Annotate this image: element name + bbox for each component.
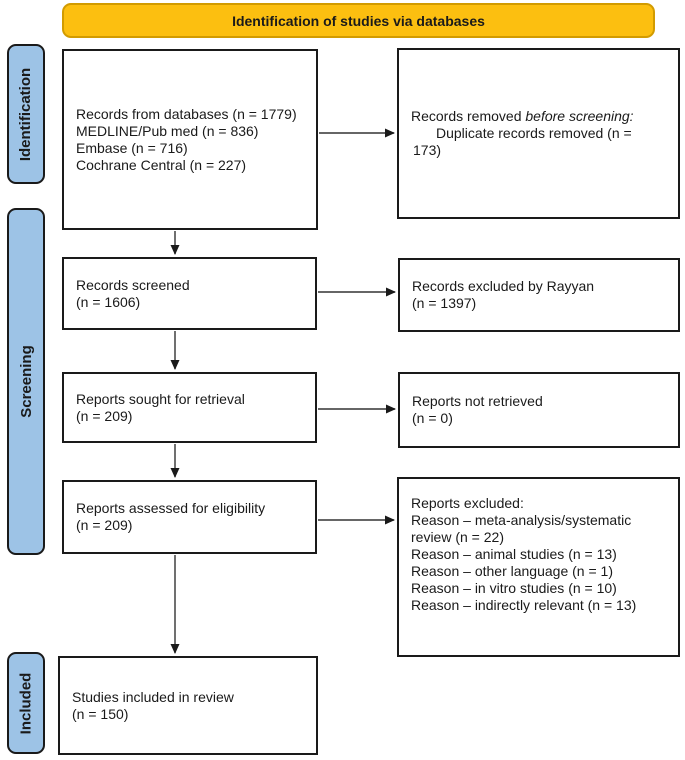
records-removed-intro-italic: before screening: [525,108,634,124]
reports-excluded-line-1: Reports excluded: [411,495,524,511]
reports-assessed-line-2: (n = 209) [76,517,133,533]
stage-label-identification: Identification [17,67,35,161]
reports-excluded-line-3: review (n = 22) [411,529,504,545]
reports-excluded-line-7: Reason – indirectly relevant (n = 13) [411,597,637,613]
box-studies-included: Studies included in review (n = 150) [58,656,318,755]
box-records-removed: Records removed before screening: Duplic… [397,48,680,219]
records-identified-line-3: Embase (n = 716) [76,139,188,156]
records-identified-line-4: Cochrane Central (n = 227) [76,156,247,173]
banner-title: Identification of studies via databases [62,3,655,38]
records-excluded-rayyan-line-1: Records excluded by Rayyan [412,278,595,294]
reports-not-retrieved-line-1: Reports not retrieved [412,393,543,409]
reports-sought-line-1: Reports sought for retrieval [76,390,245,407]
reports-excluded-line-6: Reason – in vitro studies (n = 10) [411,580,617,596]
reports-excluded-line-2: Reason – meta-analysis/systematic [411,512,632,528]
records-screened-line-2: (n = 1606) [76,293,141,310]
reports-not-retrieved-line-2: (n = 0) [412,410,453,426]
records-excluded-rayyan-line-2: (n = 1397) [412,295,477,311]
studies-included-line-2: (n = 150) [72,705,129,722]
reports-excluded-line-4: Reason – animal studies (n = 13) [411,546,617,562]
box-reports-assessed: Reports assessed for eligibility (n = 20… [62,480,317,554]
stage-tab-screening: Screening [7,208,45,555]
records-identified-line-2: MEDLINE/Pub med (n = 836) [76,122,259,139]
records-removed-detail-1: Duplicate records removed (n = [436,125,632,141]
records-removed-detail-2: 173) [413,142,442,158]
box-records-identified: Records from databases (n = 1779) MEDLIN… [62,49,318,230]
records-screened-line-1: Records screened [76,276,190,293]
stage-label-included: Included [17,672,35,734]
reports-sought-line-2: (n = 209) [76,407,133,424]
studies-included-line-1: Studies included in review [72,688,234,705]
box-reports-not-retrieved: Reports not retrieved (n = 0) [398,372,680,448]
stage-label-screening: Screening [17,345,35,418]
reports-assessed-line-1: Reports assessed for eligibility [76,500,266,516]
stage-tab-identification: Identification [7,44,45,184]
box-records-screened: Records screened (n = 1606) [62,257,317,330]
stage-tab-included: Included [7,652,45,754]
box-records-excluded-rayyan: Records excluded by Rayyan (n = 1397) [398,258,680,332]
box-reports-excluded: Reports excluded: Reason – meta-analysis… [397,477,680,657]
records-identified-line-1: Records from databases (n = 1779) [76,105,297,122]
box-reports-sought: Reports sought for retrieval (n = 209) [62,372,317,443]
records-removed-intro: Records removed before screening: [411,108,634,124]
reports-excluded-line-5: Reason – other language (n = 1) [411,563,613,579]
